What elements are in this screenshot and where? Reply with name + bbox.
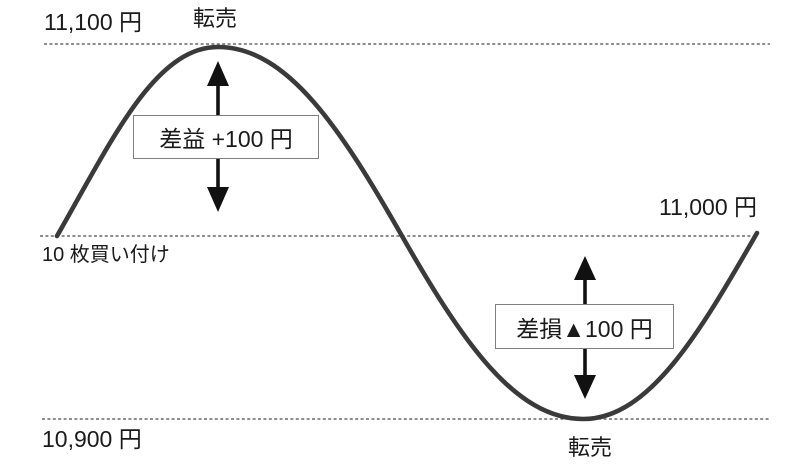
arrow-up-icon: [574, 256, 596, 280]
buy-annotation: 10 枚買い付け: [42, 244, 170, 266]
resale-label-top: 転売: [193, 6, 238, 31]
price-label-10900: 10,900 円: [42, 426, 142, 452]
resale-label-bottom: 転売: [568, 435, 613, 460]
profit-box-label: 差益 +100 円: [159, 126, 293, 152]
price-label-11100: 11,100 円: [44, 9, 143, 35]
arrow-down-icon: [207, 187, 229, 212]
price-curve: [54, 44, 760, 422]
loss-box-label: 差損▲100 円: [516, 315, 653, 342]
arrow-down-icon: [574, 375, 596, 399]
loss-box: 差損▲100 円: [495, 304, 674, 349]
arrow-up-icon: [207, 61, 229, 86]
price-label-11000: 11,000 円: [658, 194, 757, 220]
profit-box: 差益 +100 円: [133, 115, 319, 159]
